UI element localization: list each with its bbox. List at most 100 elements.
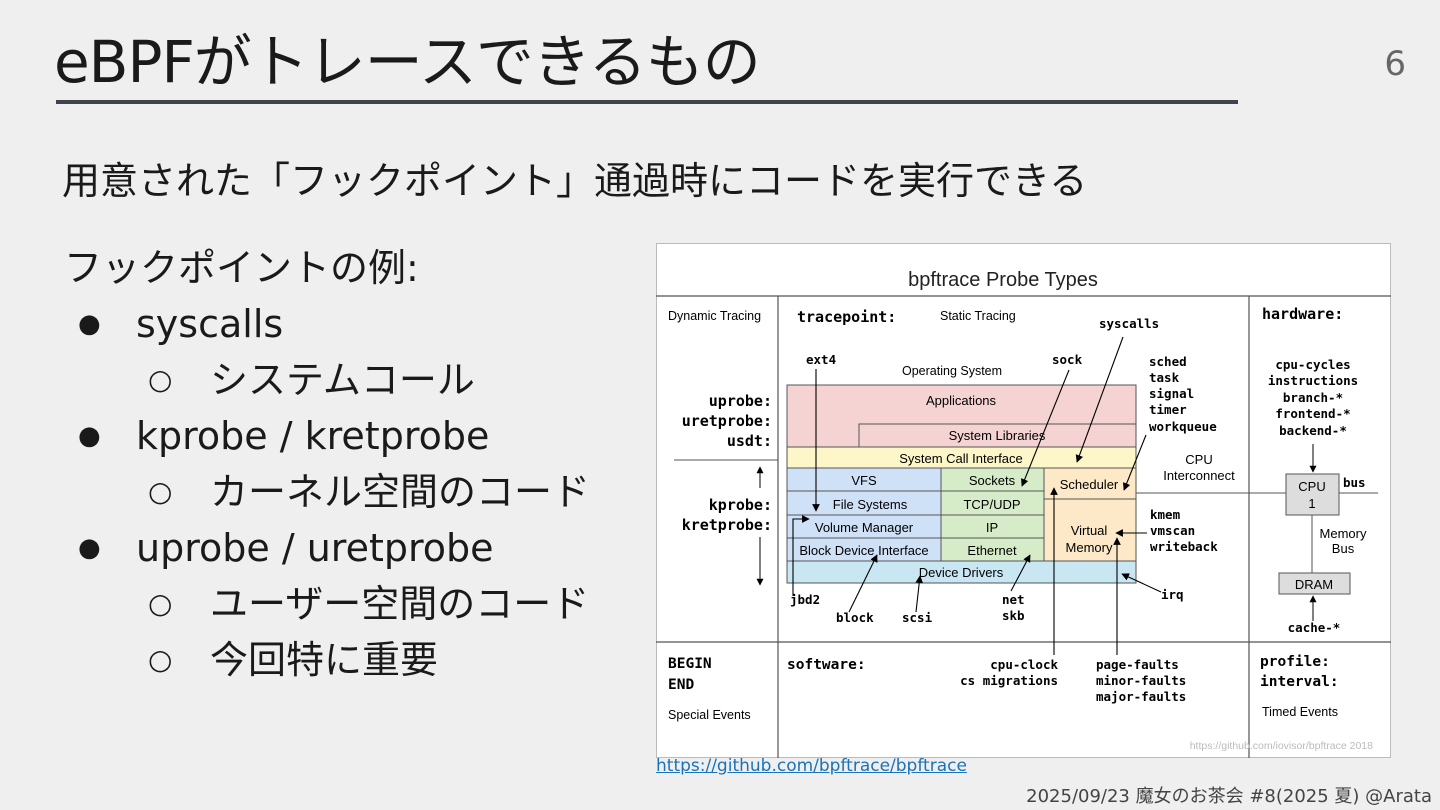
cpu-box-label: CPU bbox=[1298, 479, 1325, 494]
static-tracing-label: Static Tracing bbox=[940, 309, 1016, 323]
special-events-label: Special Events bbox=[668, 708, 751, 722]
memory-bus-label: Memory bbox=[1320, 526, 1367, 541]
sub-bullet: ○ システムコール bbox=[64, 352, 590, 408]
writeback-label: writeback bbox=[1150, 539, 1218, 554]
interconnect-label: Interconnect bbox=[1163, 468, 1235, 483]
instructions-label: instructions bbox=[1268, 373, 1358, 388]
circle-bullet-icon: ○ bbox=[148, 363, 173, 396]
ip-label: IP bbox=[986, 520, 998, 535]
tcp-udp-label: TCP/UDP bbox=[963, 497, 1020, 512]
sub-bullet: ○ 今回特に重要 bbox=[64, 632, 590, 688]
device-drivers-label: Device Drivers bbox=[919, 565, 1004, 580]
backend-label: backend-* bbox=[1279, 423, 1347, 438]
skb-label: skb bbox=[1002, 608, 1025, 623]
workqueue-label: workqueue bbox=[1149, 419, 1217, 434]
diagram-title: bpftrace Probe Types bbox=[908, 269, 1098, 291]
profile-label: profile: bbox=[1260, 654, 1330, 670]
bus-label: bus bbox=[1343, 475, 1366, 490]
sock-label: sock bbox=[1052, 352, 1083, 367]
sub-bullet: ○ カーネル空間のコード bbox=[64, 464, 590, 520]
syscalls-label: syscalls bbox=[1099, 316, 1159, 331]
sub-bullet-label: ユーザー空間のコード bbox=[210, 582, 590, 626]
cpu-label: CPU bbox=[1185, 452, 1212, 467]
dram-label: DRAM bbox=[1295, 577, 1333, 592]
ext4-label: ext4 bbox=[806, 352, 836, 367]
scheduler-label: Scheduler bbox=[1060, 477, 1119, 492]
bullet-syscalls: ● syscalls bbox=[64, 296, 590, 352]
title-underline bbox=[56, 100, 1238, 104]
cpu-cycles-label: cpu-cycles bbox=[1275, 357, 1350, 372]
file-systems-label: File Systems bbox=[833, 497, 908, 512]
usdt-label: usdt: bbox=[727, 432, 772, 450]
sched-label: sched bbox=[1149, 354, 1187, 369]
scsi-label: scsi bbox=[902, 610, 933, 625]
ethernet-label: Ethernet bbox=[967, 543, 1017, 558]
major-faults-label: major-faults bbox=[1096, 689, 1186, 704]
net-label: net bbox=[1002, 592, 1025, 607]
cpu-number-label: 1 bbox=[1308, 496, 1315, 511]
kprobe-label: kprobe: bbox=[709, 496, 772, 514]
diagram-credit: https://github.com/iovisor/bpftrace 2018 bbox=[1190, 740, 1373, 752]
examples-heading: フックポイントの例: bbox=[64, 246, 419, 290]
circle-bullet-icon: ○ bbox=[148, 475, 173, 508]
bullet-dot-icon: ● bbox=[78, 421, 101, 451]
system-libraries-label: System Libraries bbox=[949, 428, 1046, 443]
page-faults-label: page-faults bbox=[1096, 657, 1179, 672]
bullet-dot-icon: ● bbox=[78, 309, 101, 339]
tracepoint-label: tracepoint: bbox=[797, 308, 896, 326]
scheduler-memory-group bbox=[1043, 467, 1137, 562]
interval-label: interval: bbox=[1260, 674, 1339, 690]
task-label: task bbox=[1149, 370, 1180, 385]
sub-bullet-label: 今回特に重要 bbox=[210, 638, 439, 682]
software-label: software: bbox=[787, 657, 866, 673]
applications-box bbox=[786, 384, 1137, 448]
footer-credit: 2025/09/23 魔女のお茶会 #8(2025 夏) @Arata bbox=[1026, 786, 1432, 807]
device-drivers-box bbox=[786, 560, 1137, 584]
bullet-kprobe: ● kprobe / kretprobe bbox=[64, 408, 590, 464]
volume-manager-label: Volume Manager bbox=[815, 520, 914, 535]
block-device-interface-label: Block Device Interface bbox=[799, 543, 928, 558]
source-link[interactable]: https://github.com/bpftrace/bpftrace bbox=[656, 756, 967, 776]
dram-box bbox=[1278, 572, 1351, 595]
uprobe-label: uprobe: bbox=[709, 392, 772, 410]
slide-subtitle: 用意された「フックポイント」通過時にコードを実行できる bbox=[62, 159, 1088, 203]
signal-label: signal bbox=[1149, 386, 1194, 401]
end-label: END bbox=[668, 677, 694, 693]
circle-bullet-icon: ○ bbox=[148, 643, 173, 676]
begin-label: BEGIN bbox=[668, 656, 712, 672]
hardware-label: hardware: bbox=[1262, 305, 1343, 323]
sub-bullet-label: システムコール bbox=[210, 358, 475, 402]
cache-label: cache-* bbox=[1288, 620, 1341, 635]
bullet-uprobe: ● uprobe / uretprobe bbox=[64, 520, 590, 576]
kmem-label: kmem bbox=[1150, 507, 1181, 522]
irq-label: irq bbox=[1161, 587, 1184, 602]
memory-label: Memory bbox=[1066, 540, 1113, 555]
bullet-label: kprobe / kretprobe bbox=[136, 414, 490, 458]
virtual-label: Virtual bbox=[1071, 523, 1108, 538]
timed-events-label: Timed Events bbox=[1262, 705, 1338, 719]
branch-label: branch-* bbox=[1283, 390, 1343, 405]
bullet-dot-icon: ● bbox=[78, 533, 101, 563]
bpftrace-probe-types-diagram: bpftrace Probe Types Dynamic Tracing tra… bbox=[656, 243, 1391, 758]
slide-title: eBPFがトレースできるもの bbox=[54, 28, 761, 96]
syscall-interface-label: System Call Interface bbox=[899, 451, 1023, 466]
circle-bullet-icon: ○ bbox=[148, 587, 173, 620]
block-label: block bbox=[836, 610, 874, 625]
sockets-label: Sockets bbox=[969, 473, 1016, 488]
uretprobe-label: uretprobe: bbox=[682, 412, 772, 430]
bullet-label: syscalls bbox=[136, 302, 284, 346]
operating-system-label: Operating System bbox=[902, 364, 1002, 378]
sub-bullet: ○ ユーザー空間のコード bbox=[64, 576, 590, 632]
jbd2-label: jbd2 bbox=[790, 592, 820, 607]
cs-migrations-label: cs migrations bbox=[960, 673, 1058, 688]
cpu-clock-label: cpu-clock bbox=[990, 657, 1058, 672]
sub-bullet-label: カーネル空間のコード bbox=[210, 470, 591, 514]
hookpoint-examples: フックポイントの例: ● syscalls ○ システムコール ● kprobe / … bbox=[64, 240, 590, 688]
timer-label: timer bbox=[1149, 402, 1187, 417]
frontend-label: frontend-* bbox=[1275, 406, 1350, 421]
bus-sub-label: Bus bbox=[1332, 541, 1355, 556]
vmscan-label: vmscan bbox=[1150, 523, 1195, 538]
vfs-label: VFS bbox=[851, 473, 877, 488]
kretprobe-label: kretprobe: bbox=[682, 516, 772, 534]
bullet-label: uprobe / uretprobe bbox=[136, 526, 494, 570]
